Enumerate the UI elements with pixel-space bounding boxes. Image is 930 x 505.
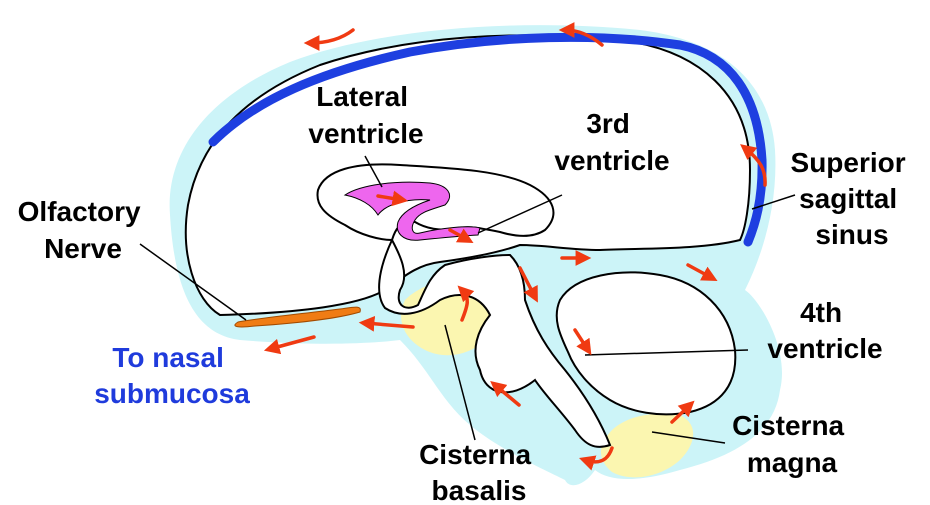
label-line: ventricle — [767, 333, 882, 364]
label-line: Cisterna — [419, 439, 531, 470]
label-line: sinus — [815, 219, 888, 250]
label-line: ventricle — [554, 145, 669, 176]
label-cisterna-basalis: Cisterna basalis — [419, 439, 539, 505]
label-line: Lateral — [316, 81, 408, 112]
label-fourth-ventricle: 4th ventricle — [767, 297, 882, 364]
label-line: 4th — [800, 297, 842, 328]
label-line: Superior — [791, 147, 906, 178]
label-cisterna-magna: Cisterna magna — [732, 410, 852, 478]
label-line: Olfactory — [18, 196, 141, 227]
label-line: magna — [747, 447, 838, 478]
label-line: Cisterna — [732, 410, 844, 441]
label-olfactory-nerve: Olfactory Nerve — [18, 196, 149, 264]
label-line: basalis — [432, 475, 527, 505]
label-to-nasal-submucosa: To nasal submucosa — [94, 342, 250, 409]
label-superior-sagittal-sinus: Superior sagittal sinus — [791, 147, 914, 250]
label-line: 3rd — [586, 108, 630, 139]
label-line: ventricle — [308, 118, 423, 149]
label-line: To nasal — [112, 342, 224, 373]
label-line: submucosa — [94, 378, 250, 409]
label-line: Nerve — [44, 233, 122, 264]
label-line: sagittal — [799, 183, 897, 214]
red-arrow-icon — [310, 30, 353, 43]
